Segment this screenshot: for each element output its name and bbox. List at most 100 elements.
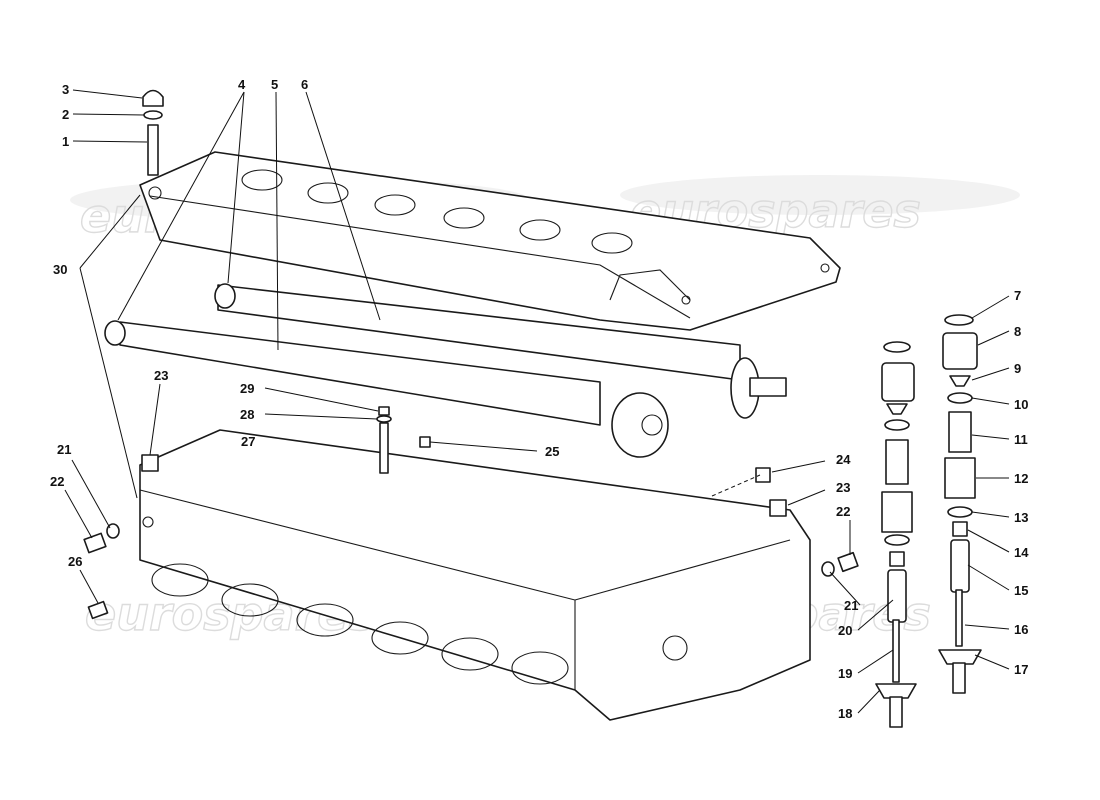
leader-4 [227, 91, 245, 284]
label-7: 7 [1014, 288, 1021, 303]
label-26: 26 [68, 554, 82, 569]
washer [143, 110, 163, 120]
stud [147, 124, 159, 176]
label-27: 27 [241, 434, 255, 449]
cam-cover-end [609, 269, 691, 301]
label-22-left: 22 [50, 474, 64, 489]
cam-cover-plug [519, 219, 561, 241]
label-23-left: 23 [154, 368, 168, 383]
camshaft-sprocket-hub [611, 392, 669, 458]
valve-stem [892, 619, 900, 683]
cam-cover-plug [374, 194, 416, 216]
label-20: 20 [838, 623, 852, 638]
valve-head [938, 649, 982, 665]
intake-port [511, 651, 569, 685]
bolt [837, 551, 859, 573]
label-9: 9 [1014, 361, 1021, 376]
leader-2 [72, 113, 145, 116]
leader-4 [117, 91, 245, 321]
label-23-right: 23 [836, 480, 850, 495]
leader-17 [974, 654, 1010, 670]
leader-14 [967, 529, 1010, 553]
label-3: 3 [62, 82, 69, 97]
valve-train-left [875, 341, 917, 728]
leader-8 [977, 330, 1010, 346]
spring-seat [884, 534, 910, 546]
leader-lines [64, 89, 1010, 714]
outer-spring [881, 491, 913, 533]
label-10: 10 [1014, 397, 1028, 412]
leader-1 [72, 140, 148, 143]
cam-cover-body [139, 151, 841, 331]
valve-guide [887, 569, 907, 623]
label-5: 5 [271, 77, 278, 92]
valve-stem [889, 696, 903, 728]
leader-5 [275, 91, 279, 351]
plug [87, 600, 109, 620]
label-18: 18 [838, 706, 852, 721]
leader-3 [72, 89, 143, 99]
part-labels: 3 2 1 4 5 6 30 7 8 9 10 11 12 13 14 15 1… [50, 77, 1029, 721]
camshaft-hub-bore [641, 414, 663, 436]
leader-30 [79, 267, 138, 499]
tappet [942, 332, 978, 370]
intake-port [151, 563, 209, 597]
cam-cover-bolt-hole [148, 186, 162, 200]
leader-22 [64, 489, 93, 539]
washer [376, 415, 392, 423]
cam-cover-bolt-hole [681, 295, 691, 305]
valve-head [875, 683, 917, 699]
leader-24 [771, 460, 826, 473]
leader-21 [71, 459, 111, 529]
intake-port [371, 621, 429, 655]
watermark-swoosh [620, 175, 1020, 215]
inner-spring [948, 411, 972, 453]
label-12: 12 [1014, 471, 1028, 486]
intake-port [441, 637, 499, 671]
valve-seal [952, 521, 968, 537]
spring-retainer [947, 392, 973, 404]
leader-23 [149, 383, 161, 456]
outer-spring [944, 457, 976, 499]
bolt [83, 532, 107, 554]
stud [379, 422, 389, 474]
dowel [141, 454, 159, 472]
leader-25 [429, 441, 538, 452]
label-25: 25 [545, 444, 559, 459]
label-6: 6 [301, 77, 308, 92]
intake-port [221, 583, 279, 617]
leader-23 [787, 489, 826, 506]
label-14: 14 [1014, 545, 1029, 560]
valve-cotter [949, 375, 971, 387]
label-4: 4 [238, 77, 246, 92]
coolant-port [662, 635, 688, 661]
leader-6 [305, 91, 381, 321]
leader-10 [971, 397, 1010, 405]
label-21-right: 21 [844, 598, 858, 613]
spring-seat [947, 506, 973, 518]
leader-29 [264, 387, 379, 412]
cam-cover-plug [443, 207, 485, 229]
leader-18 [857, 689, 881, 714]
tappet [881, 362, 915, 402]
acorn-nut [142, 89, 164, 107]
leader-24-dash [711, 474, 761, 497]
valve-stem [952, 662, 966, 694]
camshaft-plug [104, 320, 126, 346]
label-30: 30 [53, 262, 67, 277]
label-21-left: 21 [57, 442, 71, 457]
stud-assembly [142, 89, 164, 176]
cam-cover [139, 151, 841, 331]
label-28: 28 [240, 407, 254, 422]
cylinder-head [139, 429, 811, 721]
cam-cover-edge [149, 195, 691, 319]
shim [883, 341, 911, 353]
leader-19 [857, 649, 894, 674]
label-22-right: 22 [836, 504, 850, 519]
valve-stem [955, 589, 963, 647]
leader-28 [264, 413, 378, 420]
spring-retainer [884, 419, 910, 431]
label-13: 13 [1014, 510, 1028, 525]
leader-11 [971, 434, 1010, 440]
